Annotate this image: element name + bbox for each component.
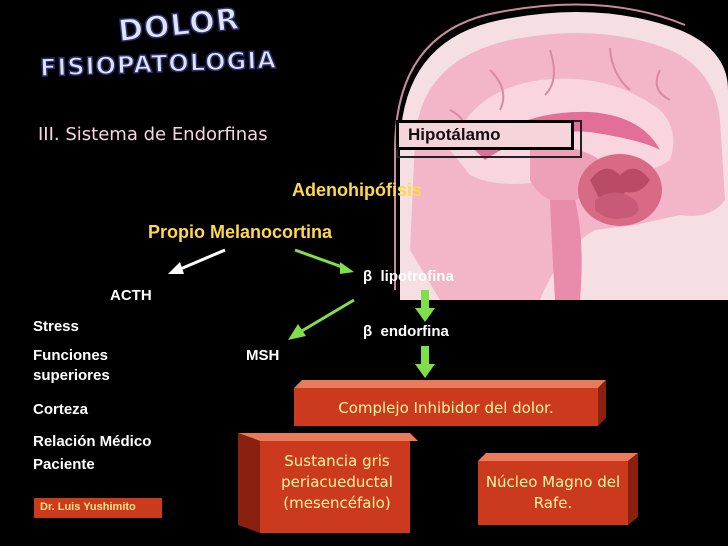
- title-line1: DOLOR: [116, 1, 243, 50]
- effect-corteza: Corteza: [33, 401, 89, 418]
- sustancia-gris-box: Sustancia gris periacueductal (mesencéfa…: [238, 433, 418, 533]
- complejo-inhibidor-text: Complejo Inhibidor del dolor.: [338, 399, 554, 417]
- brain-illustration: [394, 3, 728, 300]
- arrow-endo-to-complejo: [415, 346, 435, 378]
- nucleo-magno-text: Núcleo Magno del Rafe.: [485, 473, 621, 512]
- title-line2: FISIOPATOLOGIA: [39, 45, 278, 83]
- author-badge: Dr. Luis Yushimito: [34, 498, 162, 518]
- propio-melanocortina-label: Propio Melanocortina: [148, 222, 333, 242]
- effect-funciones: Funciones superiores: [33, 347, 110, 384]
- arrow-to-lipotrofina: [294, 248, 354, 274]
- section-subtitle: III. Sistema de Endorfinas: [38, 124, 268, 145]
- effect-relacion: Relación Médico Paciente: [33, 433, 152, 473]
- author-name: Dr. Luis Yushimito: [40, 501, 136, 513]
- complejo-inhibidor-box: Complejo Inhibidor del dolor.: [294, 380, 606, 426]
- nucleo-magno-box: Núcleo Magno del Rafe.: [478, 453, 638, 525]
- acth-label: ACTH: [110, 287, 152, 304]
- hipotalamo-label: Hipotálamo: [408, 125, 501, 144]
- sustancia-gris-text: Sustancia gris periacueductal (mesencéfa…: [281, 452, 393, 512]
- hipotalamo-box: Hipotálamo: [396, 120, 582, 158]
- arrow-to-msh: [288, 298, 355, 340]
- adenohipofisis-label: Adenohipófisis: [292, 180, 422, 200]
- beta-lipotrofina-label: β lipotrofina: [363, 268, 454, 285]
- msh-label: MSH: [246, 347, 280, 364]
- effect-stress: Stress: [33, 318, 79, 335]
- beta-endorfina-label: β endorfina: [363, 323, 449, 340]
- arrow-to-acth: [168, 248, 226, 274]
- arrow-lipo-to-endo: [415, 290, 435, 322]
